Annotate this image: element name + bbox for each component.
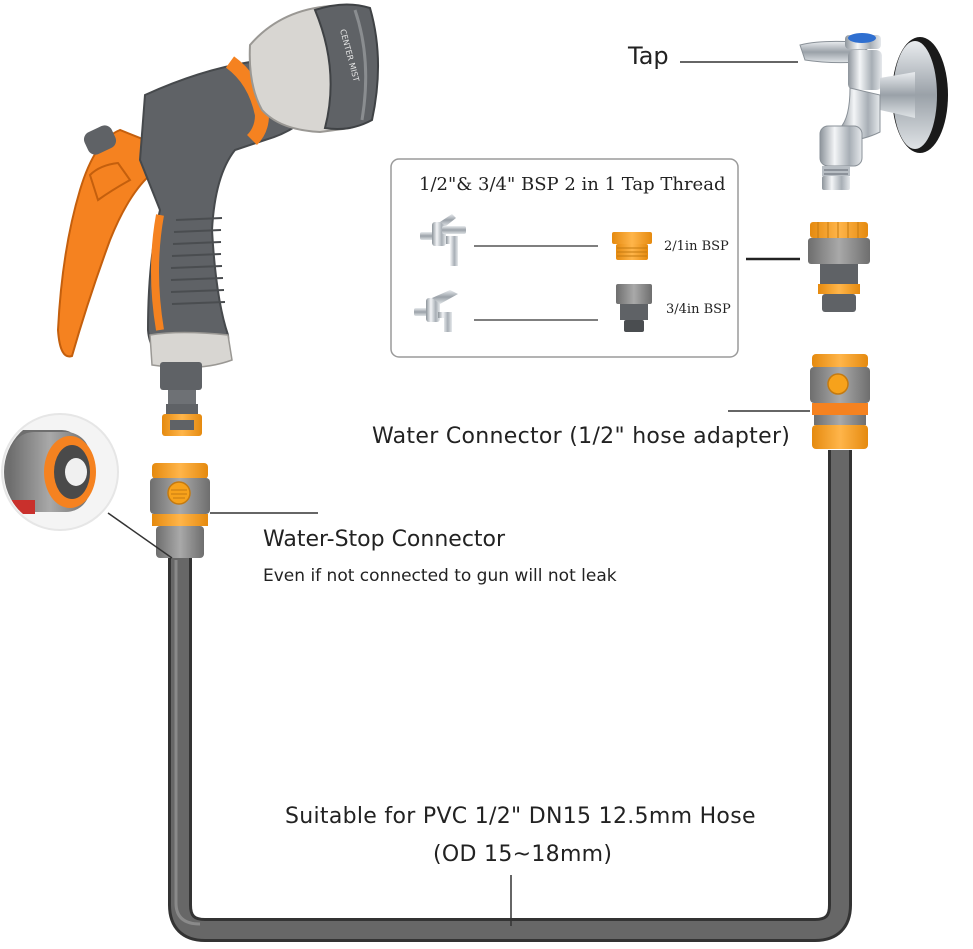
- tap-label: Tap: [628, 42, 669, 70]
- water-connector-label: Water Connector (1/2" hose adapter): [372, 424, 791, 449]
- hose-suitability-label: Suitable for PVC 1/2" DN15 12.5mm Hose: [285, 804, 756, 829]
- water-stop-closeup-inset: [1, 413, 119, 531]
- tap-faucet: [799, 33, 948, 190]
- three-quarter-bsp-adapter: [616, 284, 652, 332]
- tap-thread-box-title: 1/2"& 3/4" BSP 2 in 1 Tap Thread: [419, 174, 726, 195]
- water-connector: [810, 354, 870, 449]
- water-stop-note: Even if not connected to gun will not le…: [263, 566, 617, 586]
- garden-hose: [168, 450, 852, 942]
- three-quarter-bsp-label: 3/4in BSP: [666, 302, 731, 317]
- water-stop-connector-label: Water-Stop Connector: [263, 527, 506, 552]
- half-inch-bsp-bushing: [612, 232, 652, 260]
- tap-thread-info-box: [390, 158, 739, 358]
- spray-gun: CENTER MIST: [56, 3, 380, 436]
- water-stop-connector: [150, 463, 210, 558]
- small-tap-icon: [414, 290, 458, 332]
- small-tap-icon: [420, 214, 466, 266]
- hose-od-label: (OD 15~18mm): [433, 842, 613, 867]
- trigger: [56, 128, 152, 358]
- half-inch-bsp-label: 2/1in BSP: [664, 239, 729, 254]
- tap-thread-adapter: [808, 222, 870, 312]
